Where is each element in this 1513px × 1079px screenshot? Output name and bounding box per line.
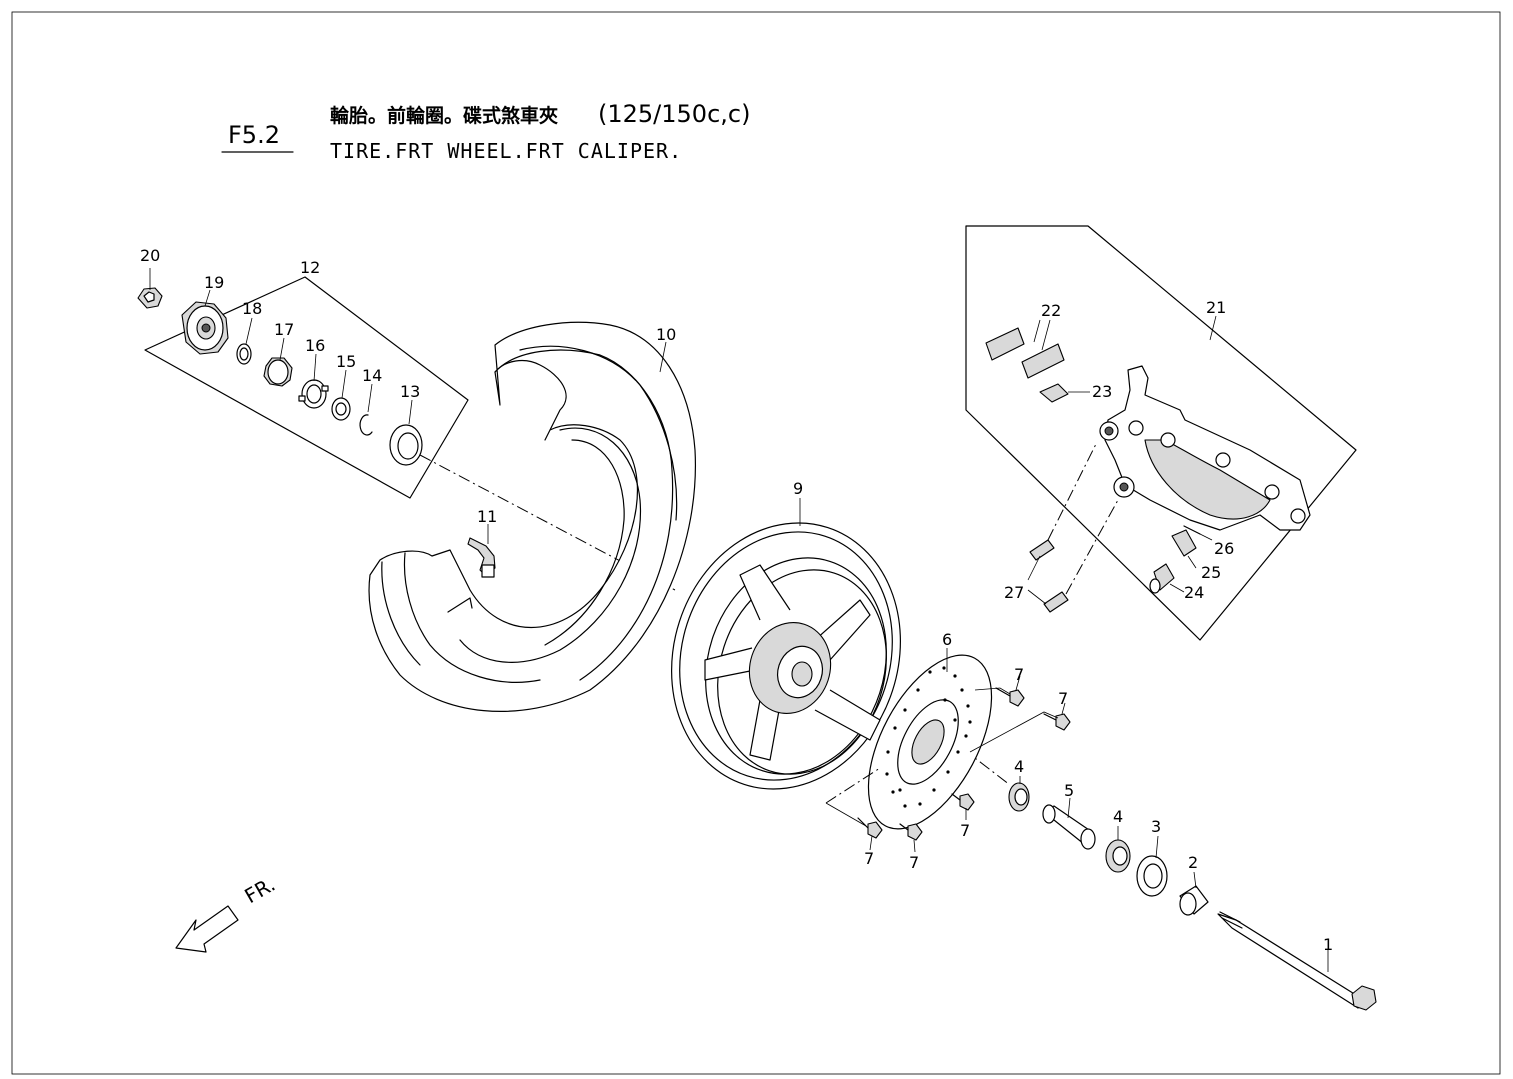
callout-4-left: 4 xyxy=(1014,757,1024,776)
part-2-side-collar xyxy=(1179,885,1209,916)
callout-10: 10 xyxy=(656,325,676,344)
callout-25: 25 xyxy=(1201,563,1221,582)
part-24-bleeder-screw xyxy=(1149,563,1175,594)
callout-9: 9 xyxy=(793,479,803,498)
title-english: TIRE.FRT WHEEL.FRT CALIPER. xyxy=(330,139,682,163)
part-11-tire-valve xyxy=(467,537,496,578)
part-21-brake-caliper xyxy=(1099,365,1311,531)
part-7-bolt-c xyxy=(951,793,975,811)
callout-5: 5 xyxy=(1064,781,1074,800)
part-7-bolt-a xyxy=(995,687,1025,707)
part-4-bearing-right xyxy=(1105,839,1131,873)
group-box-12 xyxy=(144,276,469,499)
part-20-nut xyxy=(137,287,163,309)
callout-13: 13 xyxy=(400,382,420,401)
part-9-wheel-rim xyxy=(671,522,901,790)
part-14-circlip xyxy=(359,414,373,436)
part-7-bolt-b xyxy=(1043,713,1071,731)
callout-4-right: 4 xyxy=(1113,807,1123,826)
callout-7-b: 7 xyxy=(1058,689,1068,708)
callout-3: 3 xyxy=(1151,817,1161,836)
callout-1: 1 xyxy=(1323,935,1333,954)
callout-20: 20 xyxy=(140,246,160,265)
callouts: 1 2 3 4 4 5 6 7 7 7 7 7 9 10 11 12 13 14… xyxy=(140,246,1333,954)
title-displacement: (125/150c,c) xyxy=(598,100,750,128)
group-box-21 xyxy=(965,225,1357,641)
part-25-pin-clip xyxy=(1171,529,1197,557)
callout-7-e: 7 xyxy=(864,849,874,868)
front-direction-arrow xyxy=(175,905,239,953)
part-27-caliper-bolt-upper xyxy=(1029,443,1097,561)
callout-7-a: 7 xyxy=(1014,665,1024,684)
callout-14: 14 xyxy=(362,366,382,385)
part-7-bolt-e xyxy=(857,817,883,839)
callout-17: 17 xyxy=(274,320,294,339)
callout-11: 11 xyxy=(477,507,497,526)
axle-centerline-left xyxy=(419,454,676,591)
part-23-pad-spring xyxy=(1039,383,1069,403)
callout-26: 26 xyxy=(1214,539,1234,558)
callout-21: 21 xyxy=(1206,298,1226,317)
callout-6: 6 xyxy=(942,630,952,649)
callout-23: 23 xyxy=(1092,382,1112,401)
part-26-pad-pin xyxy=(1183,525,1201,535)
callout-2: 2 xyxy=(1188,853,1198,872)
diagram-code: F5.2 xyxy=(228,121,280,149)
front-direction-label: FR. xyxy=(240,872,279,908)
part-7-bolt-d xyxy=(899,823,923,841)
part-1-front-axle xyxy=(1217,911,1377,1011)
callout-24: 24 xyxy=(1184,583,1204,602)
title-chinese: 輪胎。前輪圈。碟式煞車夾 xyxy=(330,104,558,127)
callout-18: 18 xyxy=(242,299,262,318)
page-border xyxy=(11,11,1501,1075)
callout-12: 12 xyxy=(300,258,320,277)
part-15-washer xyxy=(331,397,351,421)
part-6-brake-disc xyxy=(867,654,993,830)
part-17-drive-gear xyxy=(263,357,293,387)
part-19-gearbox xyxy=(181,301,229,355)
axle-centerline-right xyxy=(944,734,1011,786)
part-18-washer xyxy=(236,343,252,365)
callout-15: 15 xyxy=(336,352,356,371)
callout-7-c: 7 xyxy=(960,821,970,840)
callout-19: 19 xyxy=(204,273,224,292)
callout-27: 27 xyxy=(1004,583,1024,602)
callout-22: 22 xyxy=(1041,301,1061,320)
part-3-oil-seal xyxy=(1136,855,1168,897)
callout-7-d: 7 xyxy=(909,853,919,872)
part-16-retainer xyxy=(298,379,329,409)
part-27-caliper-bolt-lower xyxy=(1043,499,1119,613)
part-5-collar xyxy=(1042,804,1096,850)
part-10-tire xyxy=(368,321,697,712)
callout-16: 16 xyxy=(305,336,325,355)
part-13-oil-seal xyxy=(389,424,423,466)
part-22-brake-pads xyxy=(985,327,1065,379)
part-4-bearing-left xyxy=(1008,782,1030,812)
